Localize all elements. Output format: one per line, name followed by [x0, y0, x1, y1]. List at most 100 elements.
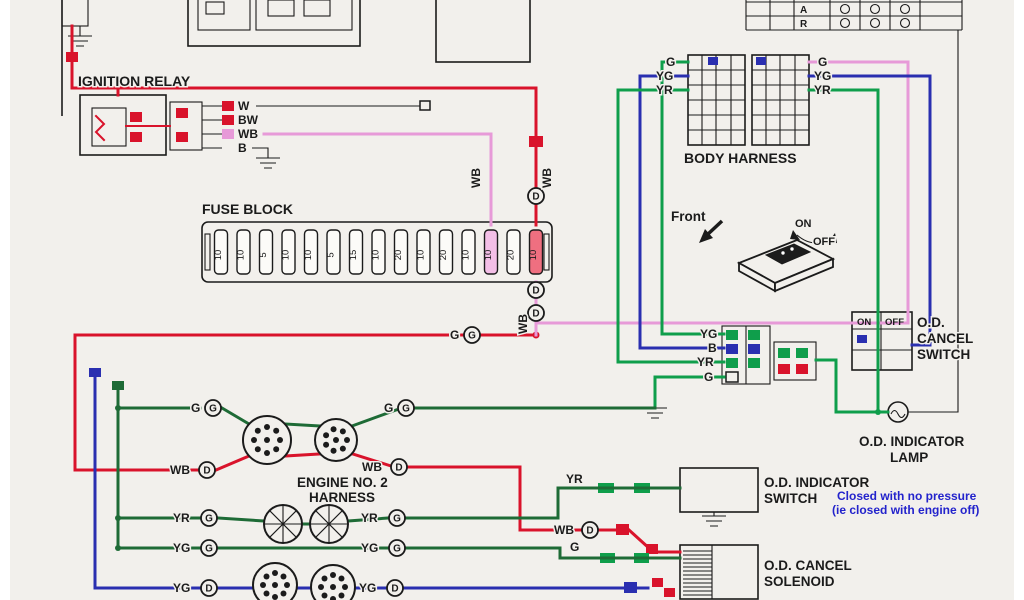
connector-circle — [388, 539, 406, 557]
arrow-head — [827, 233, 837, 244]
engine-harness-label-line2: HARNESS — [309, 490, 375, 505]
connector-letter: D — [532, 192, 539, 203]
front-label: Front — [671, 209, 706, 224]
od-cancel-solenoid-box — [679, 544, 759, 600]
note-line2: (ie closed with engine off) — [832, 503, 979, 517]
connector-circle — [527, 281, 545, 299]
front-arrow-head — [699, 229, 713, 243]
darkgreen-terminal — [112, 381, 124, 390]
table-pin-circle — [899, 17, 911, 29]
toggle-on-label: ON — [795, 218, 812, 230]
wire-color-label: BW — [238, 113, 259, 127]
wire-color-label: G — [704, 370, 713, 384]
red-terminal — [66, 52, 78, 62]
green-connector-pin — [726, 330, 738, 340]
wire-color-label: YR — [656, 83, 673, 97]
pin-divider — [264, 505, 302, 543]
pin-dot — [273, 446, 280, 453]
connector-letter: G — [402, 404, 410, 415]
pin-divider — [310, 505, 348, 543]
fuse-rating: 5 — [258, 252, 269, 257]
wire-junction — [115, 515, 121, 521]
toggle-switch-knob — [764, 243, 812, 265]
round-connector — [310, 564, 356, 600]
table-cell-a: A — [800, 5, 807, 16]
fuse: 20 — [438, 229, 454, 275]
fuse-body — [236, 229, 251, 275]
connector-letter: D — [532, 286, 539, 297]
fuse-body — [371, 229, 386, 275]
connector-letter: G — [468, 331, 476, 342]
fuse: 20 — [506, 229, 521, 275]
connector-letter: D — [391, 584, 398, 595]
ground-symbol — [702, 512, 726, 527]
green-connector-pin — [748, 330, 760, 340]
darkgreen-wires — [112, 381, 682, 560]
fuse: 10 — [528, 229, 544, 275]
arrow-head — [790, 230, 800, 240]
relay-internal-wiring — [94, 114, 171, 142]
connector-grid-right — [752, 55, 809, 145]
fuse-block-body — [201, 221, 553, 283]
round-connector-body — [310, 564, 356, 600]
wire-color-label: YG — [814, 69, 831, 83]
wire-color-label: YG — [359, 581, 376, 595]
fuse-rating: 10 — [236, 250, 247, 261]
black-structure — [61, 0, 963, 600]
connector-circle — [200, 579, 218, 597]
connector-circle — [390, 458, 408, 476]
fuse-body — [461, 229, 476, 275]
fuse-block-label: FUSE BLOCK — [202, 201, 293, 217]
connector-letter: G — [209, 404, 217, 415]
green-connector-pin — [796, 348, 808, 358]
od-indicator-switch-box — [679, 467, 759, 513]
wire-color-label: B — [238, 141, 247, 155]
toggle-switch-side-face — [774, 257, 834, 293]
diagram-paper — [10, 0, 1014, 600]
wire-color-label: YR — [566, 472, 583, 486]
pin-dot — [330, 584, 336, 590]
fuse-body — [326, 229, 341, 275]
connector-letter: D — [395, 463, 402, 474]
harness-connector-d: DWB — [361, 458, 408, 476]
fuse-rating: 10 — [461, 250, 472, 261]
pin-dot — [273, 427, 280, 434]
round-connector — [263, 504, 303, 544]
lamp-filament — [890, 409, 906, 419]
front-arrow-icon — [705, 219, 724, 237]
pin-dot — [272, 594, 278, 600]
connector-letter: G — [205, 514, 213, 525]
red-connector-pin — [796, 364, 808, 374]
relay-pin-leads — [202, 105, 222, 149]
engine-harness-label-line1: ENGINE NO. 2 — [297, 475, 388, 490]
fuse-rating: 15 — [348, 250, 359, 261]
pin-dot — [333, 437, 339, 443]
ground-symbol — [252, 147, 280, 169]
pin-dot — [318, 584, 324, 590]
harness-connector-d: DWB — [169, 461, 216, 479]
pin-dot — [330, 572, 336, 578]
wire-color-label: W — [238, 99, 250, 113]
connector-circle — [386, 579, 404, 597]
wire-color-label: YR — [697, 355, 714, 369]
connector-letter: D — [586, 526, 593, 537]
connector-letter: G — [393, 544, 401, 555]
fuse-rating: 10 — [303, 250, 314, 261]
wire-color-label: WB — [516, 314, 530, 334]
pin-dot — [263, 590, 270, 597]
harness-connector-g: GG — [449, 326, 481, 344]
fuse-body — [438, 229, 454, 275]
wire-color-label: G — [450, 328, 459, 342]
knob-dot — [790, 247, 794, 251]
fuse-body — [528, 229, 544, 275]
round-connector-body — [252, 562, 298, 600]
fuse-rating: 20 — [506, 250, 517, 261]
pin-dot — [284, 582, 290, 588]
fuse: 15 — [348, 229, 364, 275]
round-connector — [252, 562, 298, 600]
pin-dot — [264, 437, 270, 443]
red-connector-pin — [778, 364, 790, 374]
fuse-body — [258, 229, 274, 275]
ground-pin — [725, 371, 739, 383]
relay-terminal — [176, 132, 188, 142]
